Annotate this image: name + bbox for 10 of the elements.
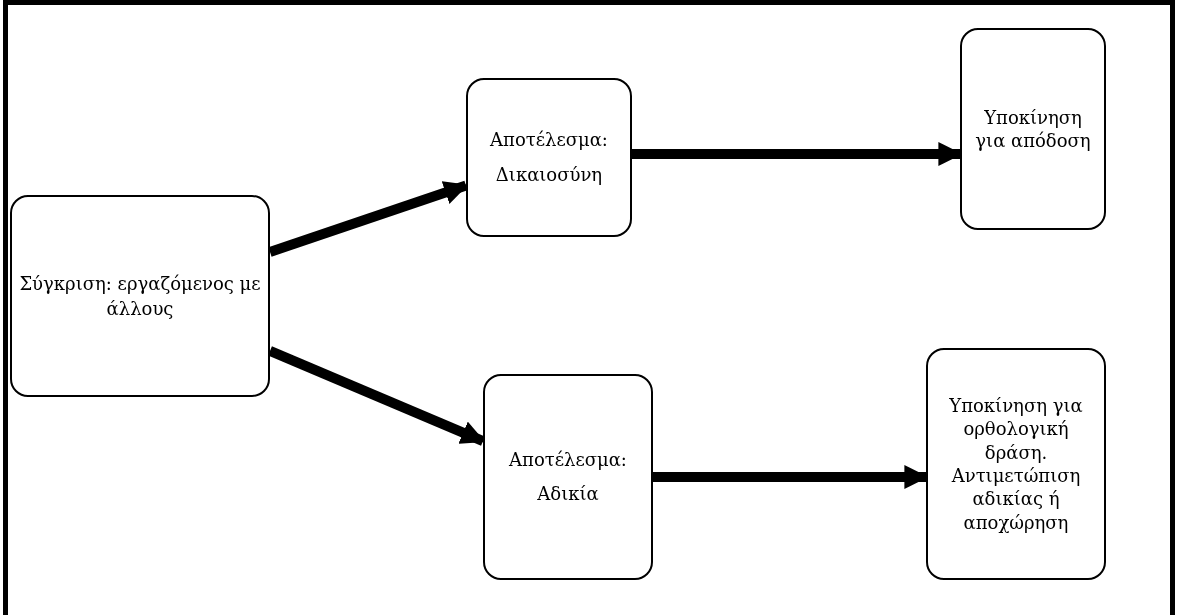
- rounded-box: [466, 78, 632, 237]
- box-text: Αποτέλεσμα: Αδικία: [508, 447, 628, 506]
- rounded-box: [926, 348, 1106, 580]
- box-text: Σύγκριση: εργαζόμενος με άλλους: [18, 271, 262, 321]
- rounded-box: [483, 374, 653, 580]
- box-text: Αποτέλεσμα: Δικαιοσύνη: [489, 128, 609, 187]
- rounded-box: [10, 195, 270, 397]
- box-text: Υποκίνηση για ορθολογική δράση. Αντιμετώπιση αδικίας ή αποχώρηση: [948, 393, 1084, 535]
- rounded-box: [960, 28, 1106, 230]
- box-text: Υποκίνηση για απόδοση: [974, 105, 1092, 153]
